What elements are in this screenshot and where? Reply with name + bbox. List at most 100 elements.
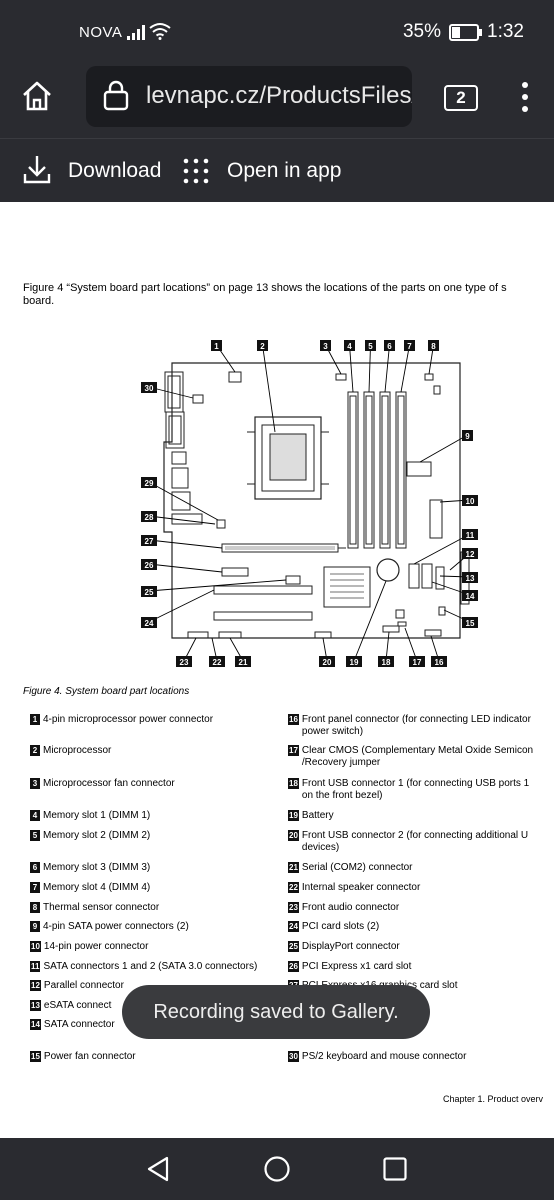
download-icon[interactable] bbox=[22, 154, 52, 191]
part-description: Memory slot 4 (DIMM 4) bbox=[43, 882, 150, 894]
callout-box bbox=[365, 340, 376, 351]
part-description: PS/2 keyboard and mouse connector bbox=[302, 1051, 467, 1063]
part-number-badge: 24 bbox=[288, 921, 299, 932]
callout-box bbox=[346, 656, 362, 667]
download-button[interactable]: Download bbox=[68, 159, 162, 182]
home-circle-icon[interactable] bbox=[264, 1156, 290, 1187]
part-description: Memory slot 3 (DIMM 3) bbox=[43, 862, 150, 874]
callout-number: 16 bbox=[435, 658, 444, 667]
callout-number: 21 bbox=[239, 658, 248, 667]
callout-box bbox=[462, 548, 478, 559]
callout-box bbox=[384, 340, 395, 351]
part-description-line: Front USB connector 2 (for connecting ad… bbox=[301, 830, 529, 841]
url-field[interactable]: levnapc.cz/ProductsFiles/ bbox=[86, 66, 412, 127]
callout-number: 27 bbox=[145, 537, 154, 546]
part-number-badge: 18 bbox=[288, 778, 299, 789]
callout-number: 30 bbox=[145, 384, 154, 393]
part-description-line: PCI card slots (2) bbox=[301, 921, 380, 932]
callout-box bbox=[462, 590, 478, 601]
callout-box bbox=[211, 340, 222, 351]
callout-number: 23 bbox=[180, 658, 189, 667]
part-number-badge: 3 bbox=[30, 778, 40, 789]
lock-icon bbox=[103, 79, 129, 116]
signal-icon bbox=[127, 25, 145, 45]
grid-icon[interactable] bbox=[183, 158, 209, 189]
callout-leader bbox=[148, 481, 219, 521]
part-description-line: eSATA connect bbox=[43, 1000, 112, 1011]
part-description-line: Thermal sensor connector bbox=[43, 902, 160, 913]
part-number-badge: 6 bbox=[30, 862, 40, 873]
callout-number: 2 bbox=[260, 342, 265, 351]
callout-box bbox=[404, 340, 415, 351]
callout-number: 15 bbox=[466, 619, 475, 628]
toast-text: Recording saved to Gallery. bbox=[153, 1000, 399, 1023]
callout-box bbox=[462, 572, 478, 583]
callout-box bbox=[462, 529, 478, 540]
intro-line: board. bbox=[23, 295, 55, 307]
callout-leader bbox=[349, 344, 354, 393]
tab-count-button[interactable]: 2 bbox=[444, 85, 478, 111]
carrier-name: NOVA bbox=[79, 24, 123, 41]
callout-leader bbox=[353, 580, 387, 662]
part-description: 4-pin SATA power connectors (2) bbox=[43, 921, 189, 933]
part-description-line: Microprocessor fan connector bbox=[43, 778, 175, 789]
more-options-icon[interactable] bbox=[521, 81, 529, 118]
part-description: Thermal sensor connector bbox=[43, 902, 159, 914]
part-description: Internal speaker connector bbox=[302, 882, 420, 894]
callout-number: 20 bbox=[323, 658, 332, 667]
part-description-line: SATA connectors 1 and 2 (SATA 3.0 connec… bbox=[43, 961, 258, 972]
part-number-badge: 2 bbox=[30, 745, 40, 756]
part-number-badge: 19 bbox=[288, 810, 299, 821]
callout-number: 9 bbox=[465, 432, 470, 441]
callout-box bbox=[319, 656, 335, 667]
callout-leader bbox=[148, 589, 215, 623]
callout-box bbox=[462, 617, 478, 628]
part-description-line: 14-pin power connector bbox=[43, 941, 149, 952]
part-description: Power fan connector bbox=[44, 1051, 136, 1063]
part-description: Memory slot 2 (DIMM 2) bbox=[43, 830, 150, 842]
callout-number: 19 bbox=[350, 658, 359, 667]
callout-number: 26 bbox=[145, 561, 154, 570]
callout-leader bbox=[384, 344, 390, 393]
recents-icon[interactable] bbox=[383, 1157, 407, 1186]
callout-number: 4 bbox=[347, 342, 352, 351]
part-number-badge: 10 bbox=[30, 941, 41, 952]
callout-box bbox=[235, 656, 251, 667]
callout-box bbox=[428, 340, 439, 351]
callout-leader bbox=[368, 344, 371, 393]
part-description-line: Memory slot 4 (DIMM 4) bbox=[43, 882, 151, 893]
part-number-badge: 23 bbox=[288, 902, 299, 913]
part-description: eSATA connect bbox=[44, 1000, 111, 1012]
part-number-badge: 5 bbox=[30, 830, 40, 841]
callout-number: 25 bbox=[145, 588, 154, 597]
part-number-badge: 8 bbox=[30, 902, 40, 913]
callout-box bbox=[462, 430, 473, 441]
part-description-line: power switch) bbox=[301, 726, 364, 737]
callout-number: 12 bbox=[466, 550, 475, 559]
battery-percent: 35% bbox=[402, 21, 442, 42]
part-description-line: Battery bbox=[301, 810, 334, 821]
part-description: Parallel connector bbox=[44, 980, 124, 992]
part-description-line: Parallel connector bbox=[43, 980, 124, 991]
callout-number: 29 bbox=[145, 479, 154, 488]
callout-box bbox=[141, 617, 157, 628]
back-icon[interactable] bbox=[146, 1156, 170, 1187]
tab-count: 2 bbox=[456, 88, 466, 107]
callout-box bbox=[462, 495, 478, 506]
open-in-app-button[interactable]: Open in app bbox=[227, 159, 342, 182]
home-icon[interactable] bbox=[20, 79, 54, 118]
